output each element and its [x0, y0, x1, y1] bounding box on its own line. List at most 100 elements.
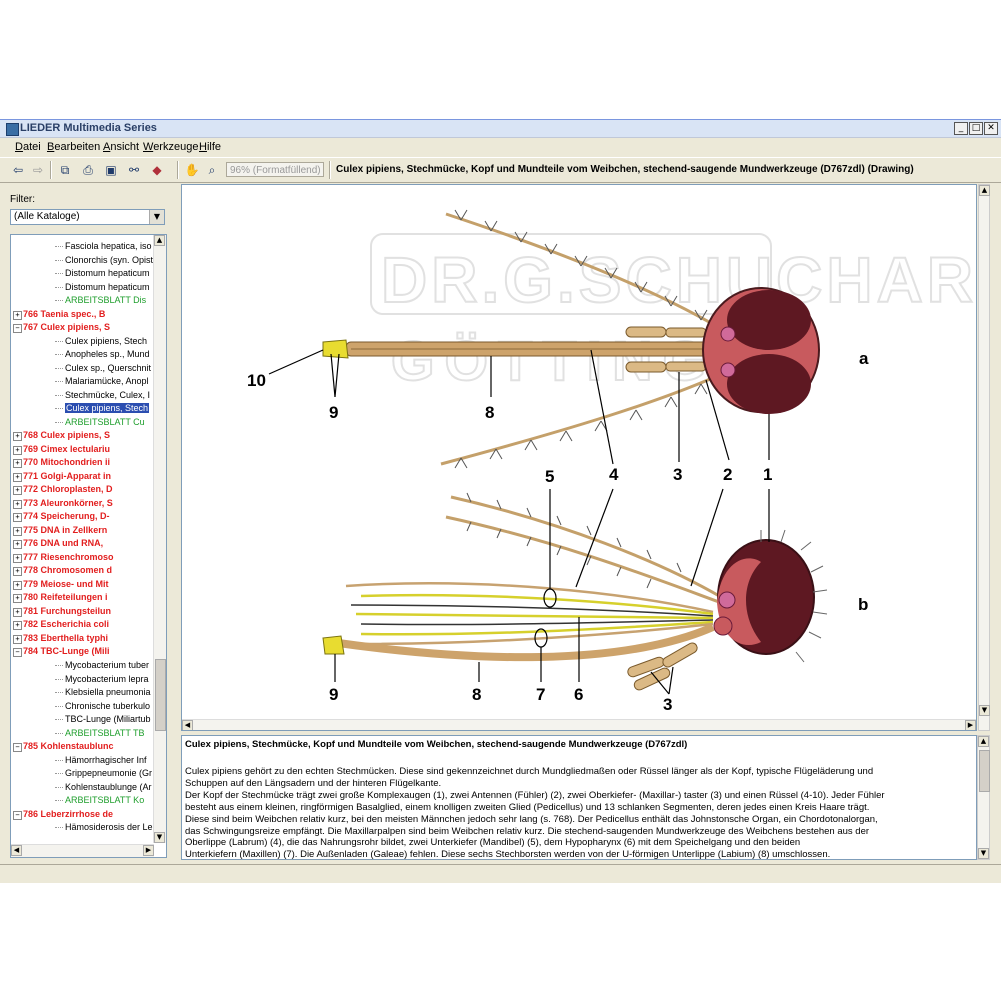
expand-icon[interactable]: + [13, 567, 22, 577]
expand-icon[interactable]: + [13, 607, 22, 617]
expand-icon[interactable]: + [13, 310, 22, 320]
tree-category[interactable]: +779 Meiose- und Mit [11, 578, 156, 592]
tree-category[interactable]: +777 Riesenchromoso [11, 551, 156, 565]
tree-item[interactable]: Culex sp., Querschnit [11, 362, 156, 376]
expand-icon[interactable]: + [13, 526, 22, 536]
scroll-down-icon[interactable]: ▼ [979, 705, 990, 716]
filter-dropdown[interactable]: (Alle Kataloge) ▼ [10, 209, 165, 225]
tree-worksheet-item[interactable]: ARBEITSBLATT Cu [11, 416, 156, 430]
close-button[interactable]: ✕ [984, 122, 998, 135]
image-vertical-scrollbar[interactable]: ▲ ▼ [978, 184, 990, 731]
image-horizontal-scrollbar[interactable]: ◀ ▶ [182, 719, 976, 730]
scroll-down-icon[interactable]: ▼ [154, 832, 165, 843]
tree-category[interactable]: +780 Reifeteilungen i [11, 591, 156, 605]
scroll-right-icon[interactable]: ▶ [965, 720, 976, 730]
expand-icon[interactable]: + [13, 580, 22, 590]
tree-item[interactable]: Culex pipiens, Stech [11, 335, 156, 349]
tree-category[interactable]: +781 Furchungsteilun [11, 605, 156, 619]
tree-category[interactable]: +771 Golgi-Apparat in [11, 470, 156, 484]
scroll-up-icon[interactable]: ▲ [979, 185, 990, 196]
menu-hilfe[interactable]: Hilfe [199, 141, 222, 153]
tree-item[interactable]: Grippepneumonie (Gr [11, 767, 156, 781]
tree-vertical-scrollbar[interactable]: ▲ ▼ [153, 235, 166, 843]
fullscreen-icon[interactable]: ▣ [105, 163, 117, 177]
print-icon[interactable]: ⎙ [83, 163, 93, 177]
tree-item[interactable]: Stechmücke, Culex, I [11, 389, 156, 403]
expand-icon[interactable]: + [13, 445, 22, 455]
zoom-display[interactable]: 96% (Formatfüllend) [226, 162, 324, 177]
tree-item[interactable]: Mycobacterium lepra [11, 673, 156, 687]
tree-worksheet-item[interactable]: ARBEITSBLATT Ko [11, 794, 156, 808]
expand-icon[interactable]: + [13, 432, 22, 442]
tree-item[interactable]: Distomum hepaticum [11, 267, 156, 281]
expand-icon[interactable]: + [13, 621, 22, 631]
tree-item[interactable]: Distomum hepaticum [11, 281, 156, 295]
magnifier-icon[interactable]: ⌕ [208, 163, 216, 177]
expand-icon[interactable]: + [13, 459, 22, 469]
scroll-down-icon[interactable]: ▼ [978, 848, 989, 859]
tree-category[interactable]: +770 Mitochondrien ii [11, 456, 156, 470]
tree-item[interactable]: Kohlenstaublunge (Ar [11, 781, 156, 795]
tree-item[interactable]: Chronische tuberkulo [11, 700, 156, 714]
tree-item[interactable]: Clonorchis (syn. Opist [11, 254, 156, 268]
collapse-icon[interactable]: − [13, 743, 22, 753]
tree-item[interactable]: Fasciola hepatica, iso [11, 240, 156, 254]
tree-category[interactable]: −784 TBC-Lunge (Mili [11, 645, 156, 659]
tree-category[interactable]: +772 Chloroplasten, D [11, 483, 156, 497]
expand-icon[interactable]: + [13, 513, 22, 523]
tree-category[interactable]: −785 Kohlenstaublunc [11, 740, 156, 754]
scroll-right-icon[interactable]: ▶ [143, 845, 154, 856]
tree-category[interactable]: +769 Cimex lectulariu [11, 443, 156, 457]
binoculars-icon[interactable]: ⚯ [128, 163, 140, 177]
tree-worksheet-item[interactable]: ARBEITSBLATT Dis [11, 294, 156, 308]
menu-ansicht[interactable]: Ansicht [103, 141, 140, 153]
book-icon[interactable]: ◆ [152, 163, 162, 177]
tree-item[interactable]: Anopheles sp., Mund [11, 348, 156, 362]
tree-category[interactable]: +782 Escherichia coli [11, 618, 156, 632]
collapse-icon[interactable]: − [13, 648, 22, 658]
description-vertical-scrollbar[interactable]: ▲ ▼ [977, 735, 990, 860]
expand-icon[interactable]: + [13, 540, 22, 550]
image-viewer[interactable]: DR.G.SCHUCHARDT GÖTTINGEN [181, 184, 977, 731]
tree-scroll-thumb[interactable] [155, 659, 166, 731]
menu-bearbeiten[interactable]: Bearbeiten [47, 141, 101, 153]
forward-arrow-icon[interactable]: ⇨ [32, 163, 44, 177]
tree-item[interactable]: Hämorrhagischer Inf [11, 754, 156, 768]
tree-category[interactable]: +776 DNA und RNA, [11, 537, 156, 551]
scroll-up-icon[interactable]: ▲ [154, 235, 165, 246]
expand-icon[interactable]: + [13, 594, 22, 604]
tree-category[interactable]: +768 Culex pipiens, S [11, 429, 156, 443]
tree-item[interactable]: TBC-Lunge (Miliartub [11, 713, 156, 727]
tree-category[interactable]: +775 DNA in Zellkern [11, 524, 156, 538]
tree-item[interactable]: Mycobacterium tuber [11, 659, 156, 673]
expand-icon[interactable]: + [13, 634, 22, 644]
expand-icon[interactable]: + [13, 472, 22, 482]
description-panel[interactable]: Culex pipiens, Stechmücke, Kopf und Mund… [181, 735, 977, 860]
expand-icon[interactable]: + [13, 486, 22, 496]
tree-item[interactable]: Klebsiella pneumonia [11, 686, 156, 700]
chevron-down-icon[interactable]: ▼ [149, 210, 164, 224]
tree-category[interactable]: +783 Eberthella typhi [11, 632, 156, 646]
tree-category[interactable]: −767 Culex pipiens, S [11, 321, 156, 335]
maximize-button[interactable]: □ [969, 122, 983, 135]
tree-category[interactable]: +774 Speicherung, D- [11, 510, 156, 524]
description-scroll-thumb[interactable] [979, 750, 990, 792]
tree-item[interactable]: Malariamücke, Anopl [11, 375, 156, 389]
collapse-icon[interactable]: − [13, 810, 22, 820]
expand-icon[interactable]: + [13, 553, 22, 563]
back-arrow-icon[interactable]: ⇦ [12, 163, 24, 177]
tree-category[interactable]: +766 Taenia spec., B [11, 308, 156, 322]
tree-category[interactable]: −786 Leberzirrhose de [11, 808, 156, 822]
tree-item[interactable]: Hämosiderosis der Le [11, 821, 156, 835]
tree-worksheet-item[interactable]: ARBEITSBLATT TB [11, 727, 156, 741]
tree-category[interactable]: +773 Aleuronkörner, S [11, 497, 156, 511]
collapse-icon[interactable]: − [13, 324, 22, 334]
copy-icon[interactable]: ⧉ [60, 163, 70, 177]
menu-datei[interactable]: Datei [15, 141, 41, 153]
scroll-up-icon[interactable]: ▲ [978, 736, 989, 747]
scroll-left-icon[interactable]: ◀ [11, 845, 22, 856]
scroll-left-icon[interactable]: ◀ [182, 720, 193, 730]
expand-icon[interactable]: + [13, 499, 22, 509]
menu-werkzeuge[interactable]: Werkzeuge [143, 141, 199, 153]
